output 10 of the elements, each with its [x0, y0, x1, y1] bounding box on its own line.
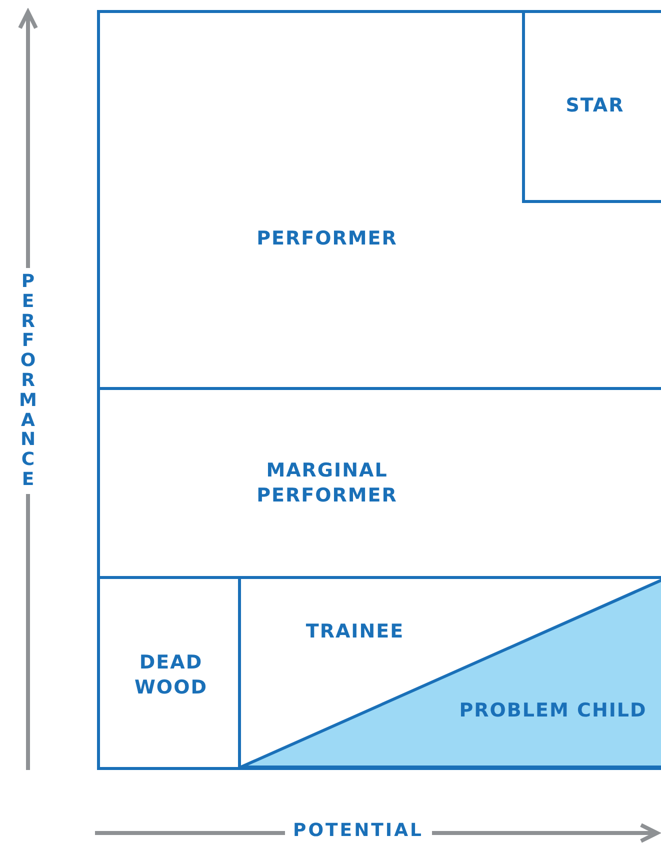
axis-label: PERFORMANCE — [19, 268, 37, 494]
category-label: DEAD WOOD — [133, 650, 209, 700]
category-label: MARGINAL PERFORMER — [256, 458, 398, 508]
category-box — [97, 10, 661, 390]
category-box — [522, 10, 661, 203]
category-label: TRAINEE — [304, 620, 406, 644]
category-label: STAR — [564, 94, 626, 118]
category-label: PERFORMER — [256, 226, 398, 252]
category-label: PROBLEM CHILD — [458, 698, 648, 724]
category-box — [97, 576, 241, 770]
